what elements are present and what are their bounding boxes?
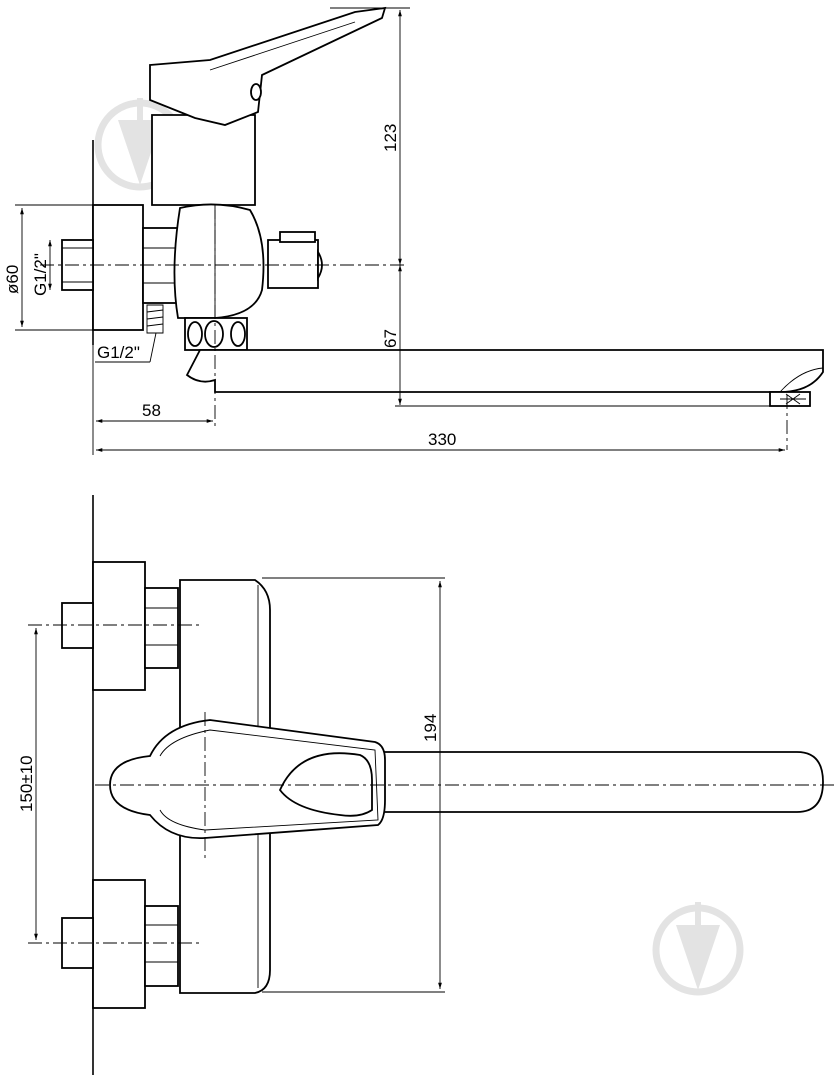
dim-thread-inlet: G1/2" [31,253,50,296]
top-view [28,495,838,1075]
dim-123: 123 [381,124,400,152]
dim-58: 58 [142,401,161,420]
dim-194: 194 [421,714,440,742]
dim-330: 330 [428,430,456,449]
dim-67: 67 [381,329,400,348]
dim-diameter-60: ø60 [3,265,22,294]
side-view [15,6,824,455]
watermark-bottom-icon [652,902,744,996]
dim-150: 150±10 [17,755,36,812]
dim-thread-outlet: G1/2" [97,343,140,362]
